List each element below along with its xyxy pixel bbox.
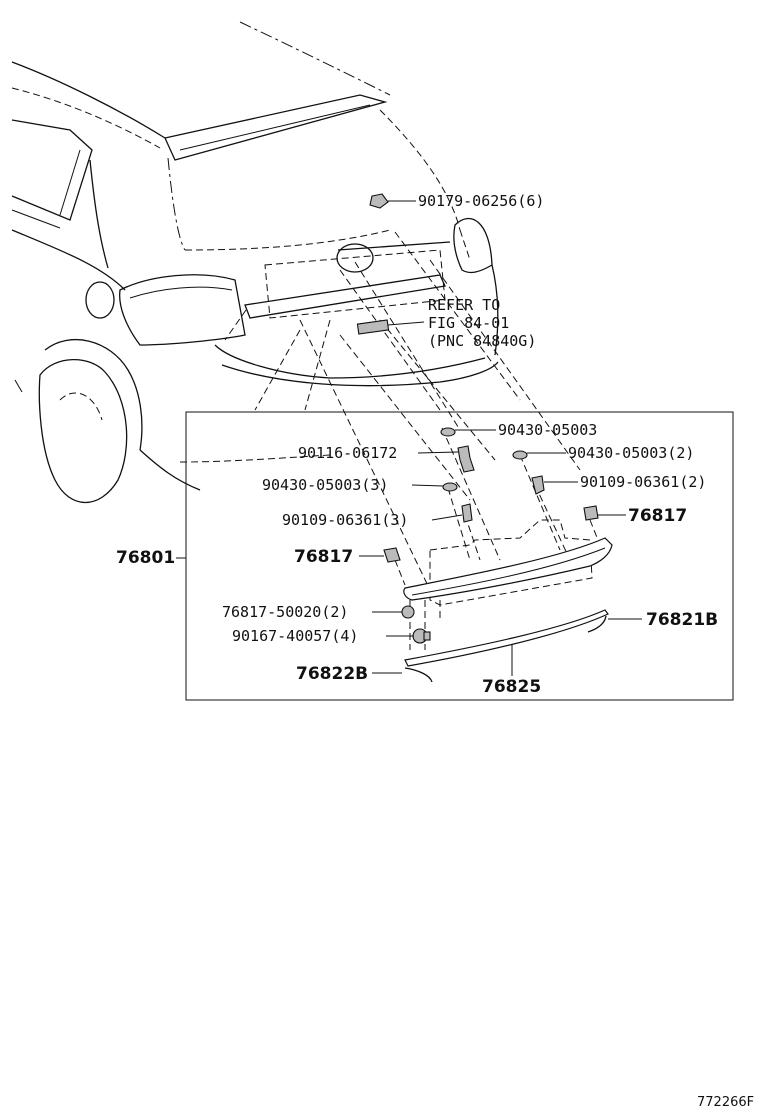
callout-76817-right: 76817	[628, 506, 687, 526]
fasteners	[356, 193, 599, 644]
leader-lines	[176, 200, 642, 676]
callout-refer-line1: REFER TO	[428, 296, 500, 314]
callout-76821b: 76821B	[646, 610, 718, 630]
callout-90109-06361-3: 90109-06361(3)	[282, 511, 408, 529]
vehicle-outline	[11, 21, 499, 504]
license-lamp	[356, 319, 390, 335]
garnish-molding	[404, 609, 609, 667]
callout-90430-05003-2: 90430-05003(2)	[568, 444, 694, 462]
callout-refer-line2: FIG 84-01	[428, 314, 509, 332]
callout-90109-06361-2: 90109-06361(2)	[580, 473, 706, 491]
callout-76817-left: 76817	[294, 547, 353, 567]
clip-90179	[369, 193, 389, 209]
figure-code: 772266F	[697, 1095, 754, 1110]
callout-76801: 76801	[116, 548, 175, 568]
callout-90179-06256: 90179-06256(6)	[418, 192, 544, 210]
detail-frame	[185, 411, 734, 701]
callout-90430-05003: 90430-05003	[498, 421, 597, 439]
callout-76817-50020: 76817-50020(2)	[222, 603, 348, 621]
callout-90430-05003-3: 90430-05003(3)	[262, 476, 388, 494]
molding-end-left	[404, 667, 433, 683]
panel-outline	[429, 519, 593, 606]
callout-76822b: 76822B	[296, 664, 368, 684]
callout-90116-06172: 90116-06172	[298, 444, 397, 462]
molding-end-right	[587, 615, 607, 633]
callout-90167-40057: 90167-40057(4)	[232, 627, 358, 645]
back-door-garnish	[403, 537, 613, 601]
callout-refer-line3: (PNC 84840G)	[428, 332, 536, 350]
callout-76825: 76825	[482, 677, 541, 697]
